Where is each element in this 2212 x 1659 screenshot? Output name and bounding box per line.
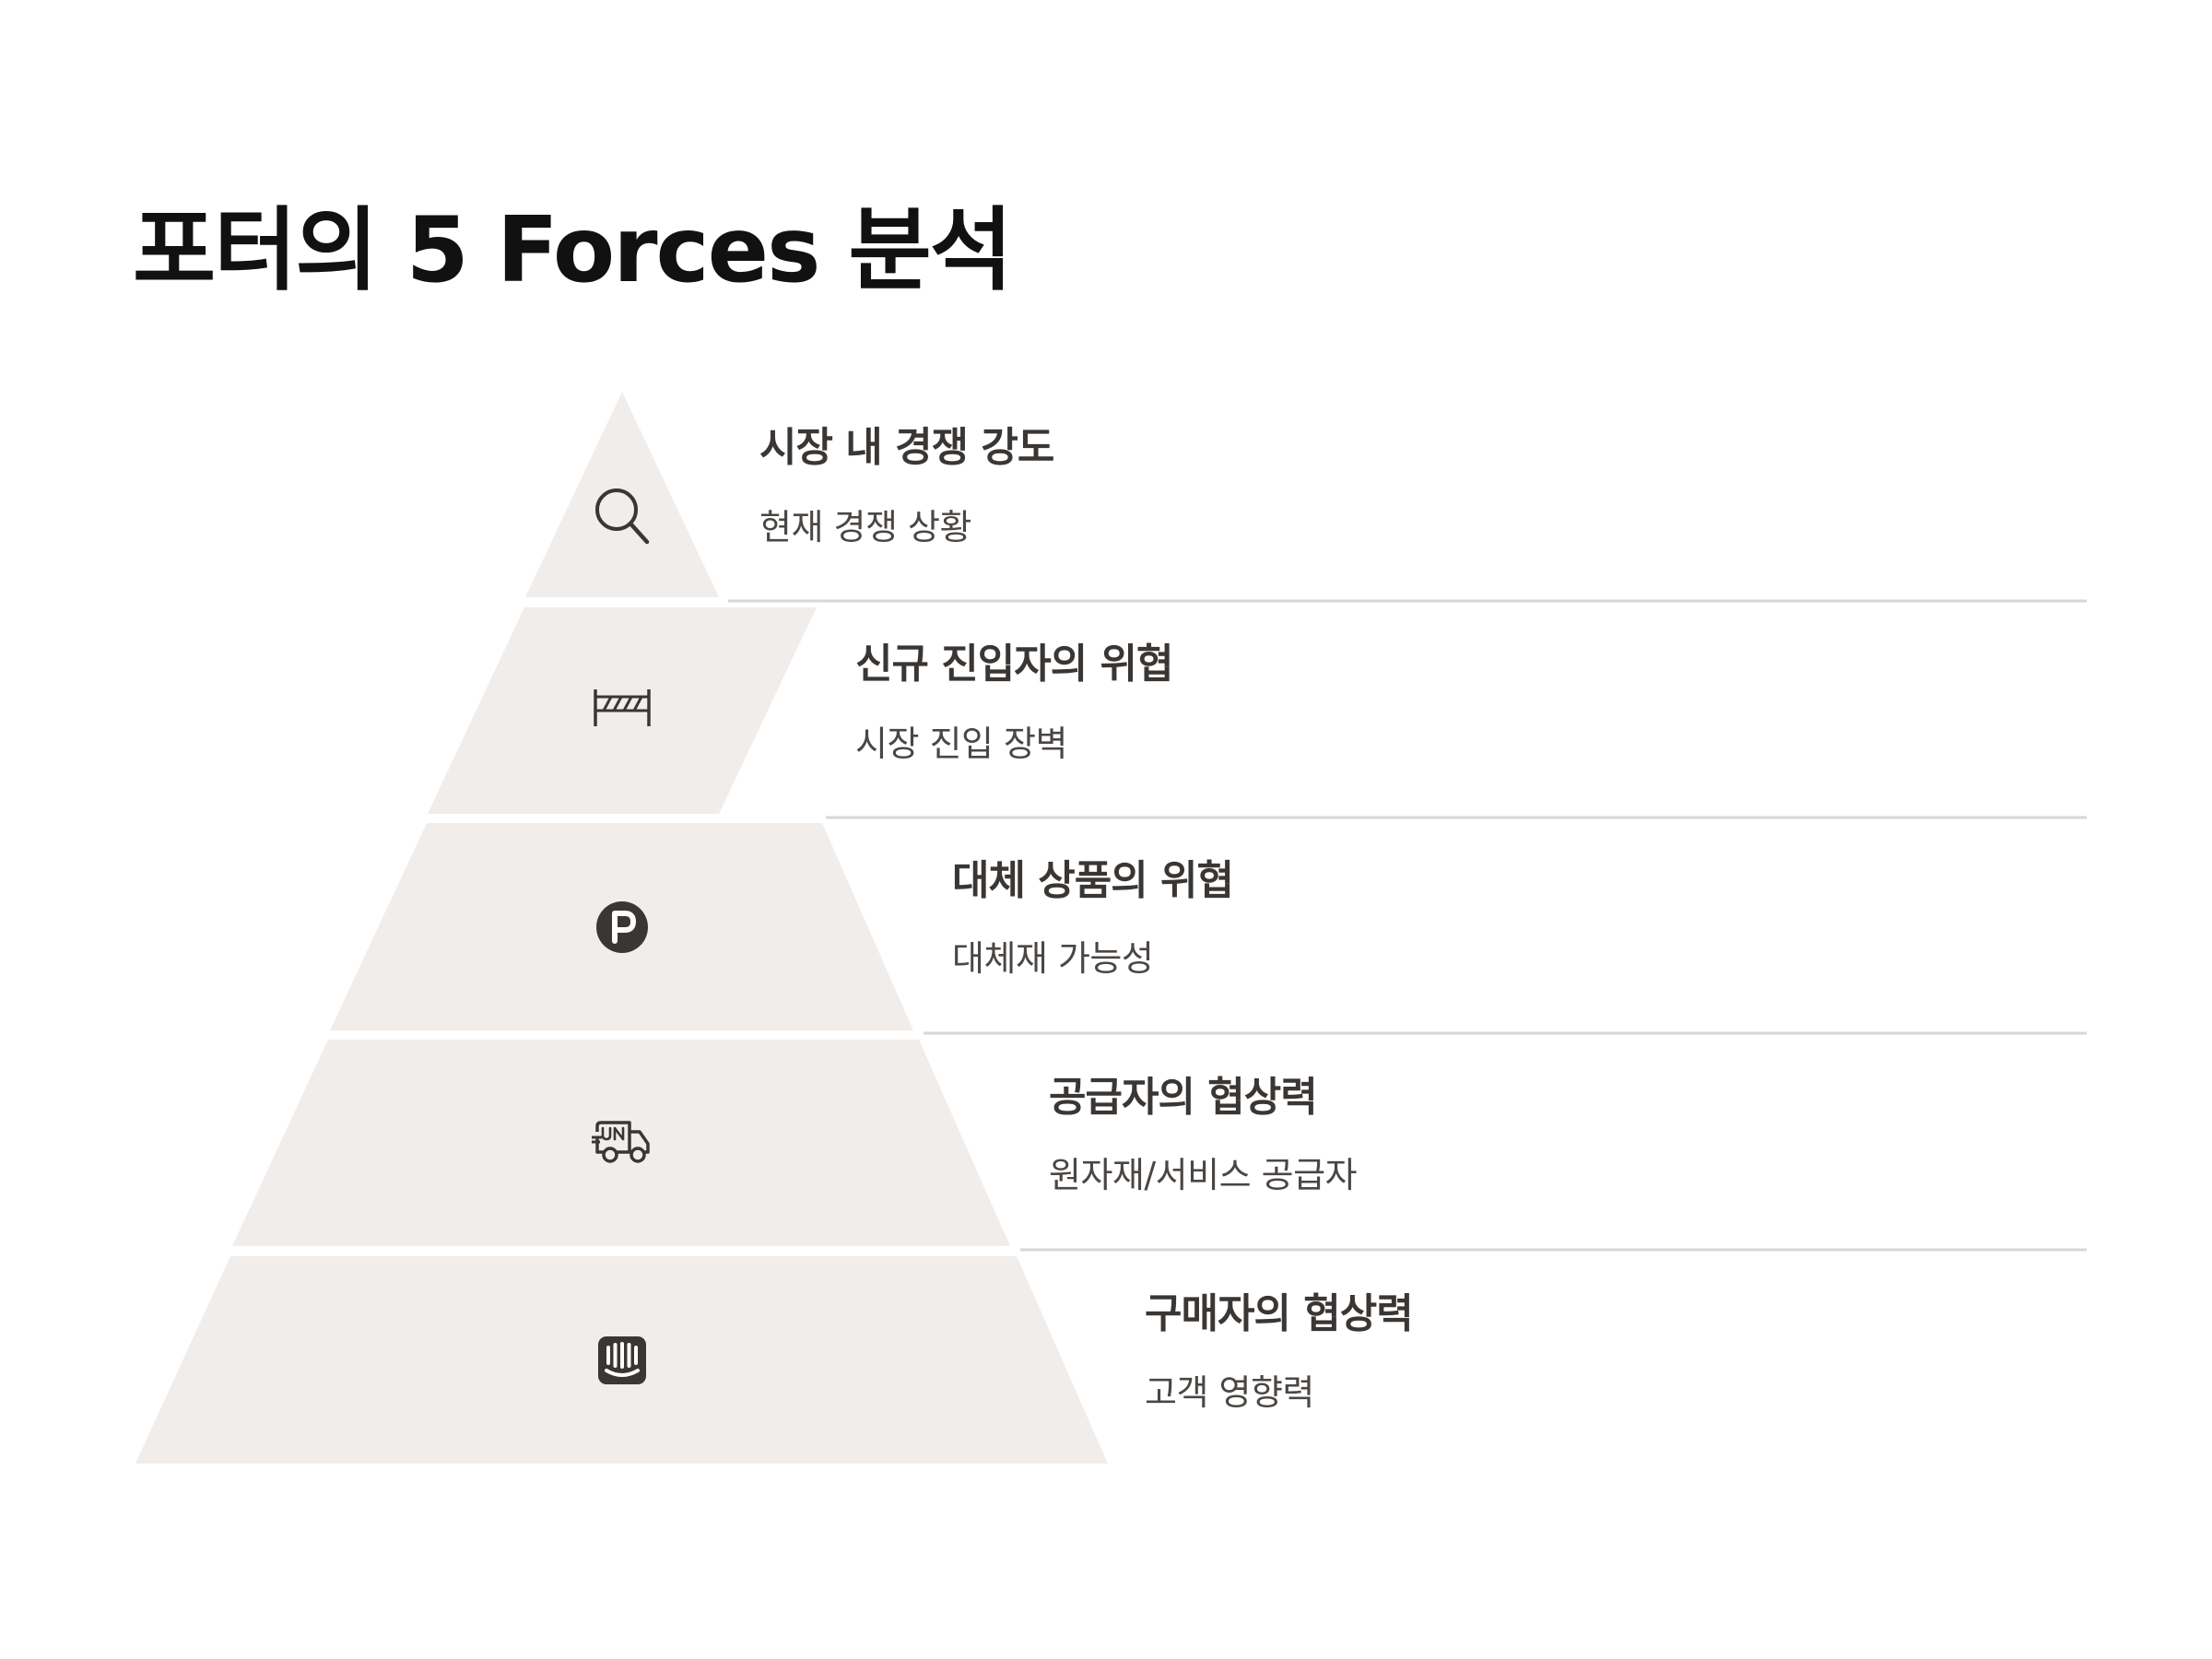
tier-1-subtext: 현재 경쟁 상황: [759, 507, 971, 547]
tier-2-heading: 신규 진입자의 위협: [855, 641, 1173, 688]
pyramid-tier-1: [525, 392, 719, 597]
search-icon: [595, 488, 650, 545]
intercom-icon: [598, 1336, 646, 1384]
tier-3-subtext: 대체재 가능성: [952, 938, 1154, 979]
page-title: 포터의 5 Forces 분석: [133, 198, 1013, 303]
tier-4-subtext: 원자재/서비스 공급자: [1049, 1155, 1358, 1195]
tier-5-heading: 구매자의 협상력: [1145, 1290, 1414, 1337]
barrier-icon: [594, 689, 651, 726]
tier-1-heading: 시장 내 경쟁 강도: [759, 424, 1054, 471]
tier-5-subtext: 고객 영향력: [1145, 1372, 1314, 1413]
tier-3-heading: 대체 상품의 위협: [952, 857, 1234, 904]
p-circle-icon: [596, 901, 648, 953]
truck-icon: [592, 1121, 650, 1163]
tier-2-subtext: 시장 진입 장벽: [855, 724, 1067, 764]
pyramid-tier-4: [232, 1040, 1010, 1246]
tier-4-heading: 공급자의 협상력: [1049, 1074, 1318, 1121]
